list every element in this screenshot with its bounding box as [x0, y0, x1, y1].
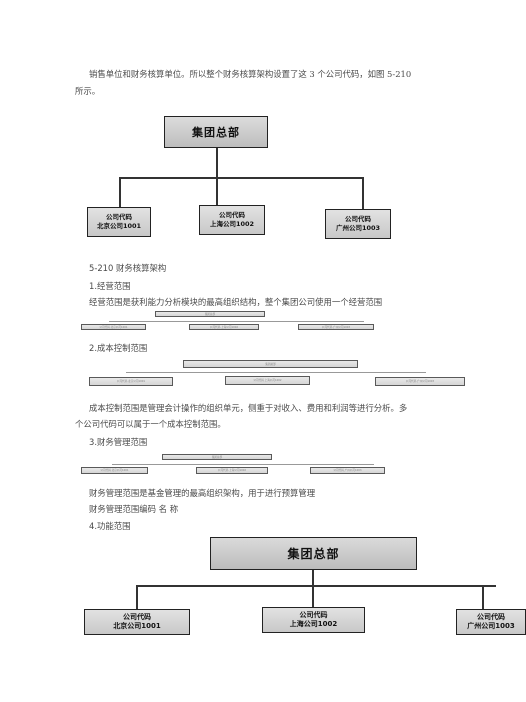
mini2-child-3-label: 公司代码 广州公司1003: [405, 380, 435, 383]
bottom-child-node-2: 公司代码 上海公司1002: [262, 607, 365, 633]
bottom-root-label: 集团总部: [287, 547, 340, 561]
mini1-child-3-label: 公司代码 广州公司1003: [321, 325, 351, 329]
section-2-body-line-2: 个公司代码可以属于一个成本控制范围。: [75, 419, 226, 429]
section-2-body-line-1: 成本控制范围是管理会计操作的组织单元，侧重于对收入、费用和利润等进行分析。多: [89, 403, 408, 413]
bottom-child-node-1: 公司代码 北京公司1001: [84, 609, 190, 635]
connector-center: [216, 177, 218, 205]
mini1-child-2-label: 公司代码 上海公司1002: [209, 325, 239, 329]
mini3-child-1-label: 公司代码 北京公司1001: [100, 469, 129, 472]
bottom-root-node: 集团总部: [210, 537, 417, 570]
mini3-root-label: 集团总部: [211, 455, 223, 459]
mini2-child-2: 公司代码 上海公司1002: [225, 376, 310, 385]
section-3-heading: 3.财务管理范围: [89, 437, 148, 447]
bottom-child-3-name: 广州公司1003: [467, 622, 515, 630]
mini3-child-3: 公司代码 广州公司1003: [310, 467, 385, 474]
mini3-root: 集团总部: [162, 454, 272, 460]
connector-right: [362, 177, 364, 209]
child-node-1: 公司代码 北京公司1001: [87, 207, 151, 237]
mini3-child-3-label: 公司代码 广州公司1003: [333, 469, 362, 472]
section-4-heading: 4.功能范围: [89, 521, 131, 531]
mini2-root-label: 集团总部: [265, 362, 276, 366]
mini3-child-2: 公司代码 上海公司1002: [196, 467, 268, 474]
mini1-child-1: 公司代码 北京公司1001: [81, 324, 146, 330]
mini2-child-2-label: 公司代码 上海公司1002: [253, 379, 282, 382]
child-node-3: 公司代码 广州公司1003: [325, 209, 391, 239]
child-node-2: 公司代码 上海公司1002: [199, 205, 265, 235]
bottom-child-1-code: 公司代码: [123, 613, 151, 621]
connector-trunk: [216, 148, 218, 178]
mini3-connector: [112, 464, 374, 465]
mini1-child-2: 公司代码 上海公司1002: [189, 324, 259, 330]
mini3-child-1: 公司代码 北京公司1001: [81, 467, 148, 474]
mini1-child-3: 公司代码 广州公司1003: [298, 324, 374, 330]
bottom-child-2-code: 公司代码: [299, 611, 328, 619]
root-node: 集团总部: [164, 116, 268, 148]
section-3-body: 财务管理范围是基金管理的最高组织架构，用于进行预算管理: [89, 488, 316, 498]
section-1-body: 经营范围是获利能力分析模块的最高组织结构，整个集团公司使用一个经营范围: [89, 297, 383, 307]
bottom-connector-left: [136, 585, 138, 609]
bottom-connector-trunk: [312, 570, 314, 586]
connector-left: [119, 177, 121, 207]
child-node-1-code: 公司代码: [106, 213, 132, 221]
bottom-child-2-name: 上海公司1002: [289, 620, 338, 628]
figure-caption: 5-210 财务核算架构: [89, 263, 167, 273]
bottom-connector-horizontal: [136, 585, 496, 587]
mini1-root-label: 集团总部: [204, 312, 216, 316]
mini2-connector: [126, 372, 426, 373]
mini2-root: 集团总部: [183, 360, 358, 368]
mini1-child-1-label: 公司代码 北京公司1001: [99, 325, 128, 329]
section-2-heading: 2.成本控制范围: [89, 343, 148, 353]
root-node-label: 集团总部: [192, 126, 240, 139]
child-node-3-name: 广州公司1003: [335, 224, 381, 232]
bottom-connector-center: [312, 585, 314, 607]
mini2-child-1-label: 公司代码 北京公司1001: [116, 380, 146, 383]
intro-line-2: 所示。: [75, 86, 101, 96]
child-node-2-name: 上海公司1002: [209, 220, 255, 228]
bottom-child-node-3-clip: 公司代码 广州公司1003: [456, 609, 526, 635]
mini2-child-1: 公司代码 北京公司1001: [89, 377, 173, 386]
mini2-child-3: 公司代码 广州公司1003: [375, 377, 465, 386]
bottom-child-1-name: 北京公司1001: [113, 622, 161, 630]
child-node-2-code: 公司代码: [219, 211, 245, 219]
bottom-connector-right: [482, 585, 484, 609]
intro-line-1: 销售单位和财务核算单位。所以整个财务核算架构设置了这 3 个公司代码，如图 5-…: [89, 69, 412, 79]
child-node-1-name: 北京公司1001: [96, 222, 142, 230]
connector-horizontal: [119, 177, 363, 179]
child-node-3-code: 公司代码: [345, 215, 371, 223]
bottom-child-node-3: 公司代码 广州公司1003: [456, 609, 526, 635]
bottom-child-3-code: 公司代码: [477, 613, 505, 621]
section-3-note: 财务管理范围编码 名 称: [89, 504, 179, 514]
mini3-child-2-label: 公司代码 上海公司1002: [217, 469, 247, 472]
mini1-connector: [109, 321, 364, 322]
mini1-root: 集团总部: [155, 311, 265, 317]
section-1-heading: 1.经营范围: [89, 281, 131, 291]
